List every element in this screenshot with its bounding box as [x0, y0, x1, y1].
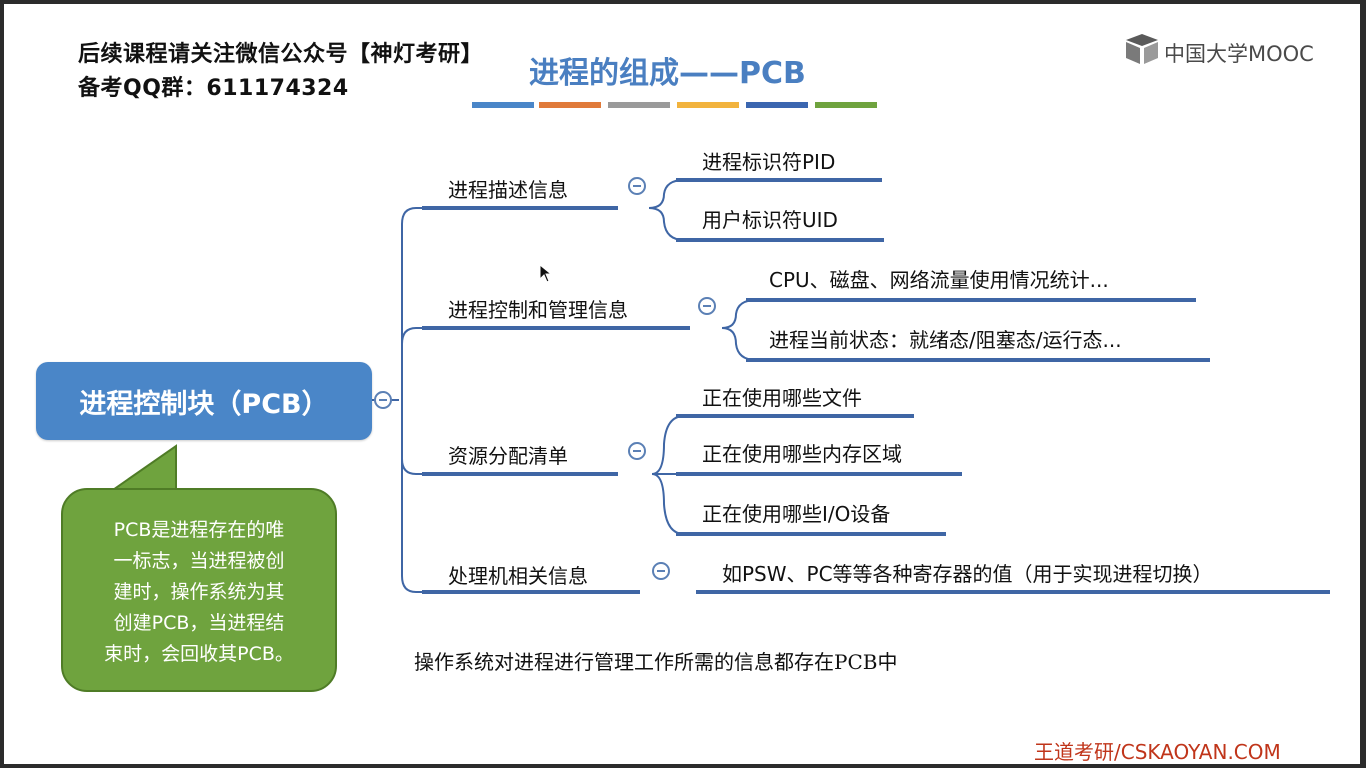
note-line: 建时，操作系统为其: [113, 581, 285, 603]
title-bar-3: [608, 102, 670, 108]
note-tail: [106, 444, 177, 494]
branch-3-collapse-icon[interactable]: [628, 442, 646, 460]
title-bar-5: [746, 102, 808, 108]
mouse-cursor-icon: [539, 264, 553, 283]
leaf-pid[interactable]: 进程标识符PID: [702, 150, 836, 174]
leaf-underline: [746, 298, 1196, 302]
slide: 后续课程请关注微信公众号【神灯考研】 备考QQ群：611174324 进程的组成…: [4, 4, 1360, 764]
branch-4-collapse-icon[interactable]: [652, 562, 670, 580]
root-collapse-icon[interactable]: [374, 391, 392, 409]
leaf-files[interactable]: 正在使用哪些文件: [702, 386, 862, 410]
title-bar-4: [677, 102, 739, 108]
title-bar-1: [472, 102, 534, 108]
promo-line-1: 后续课程请关注微信公众号【神灯考研】: [78, 42, 484, 67]
leaf-io-devices[interactable]: 正在使用哪些I/O设备: [702, 502, 891, 526]
branch-underline: [422, 472, 618, 476]
page-title: 进程的组成——PCB: [529, 56, 806, 91]
branch-processor-info[interactable]: 处理机相关信息: [448, 564, 588, 588]
promo-line-2: 备考QQ群：611174324: [78, 76, 349, 101]
mooc-logo-icon: [1126, 34, 1158, 64]
title-bar-2: [539, 102, 601, 108]
note-line: 束时，会回收其PCB。: [104, 643, 294, 665]
leaf-underline: [676, 532, 946, 536]
note-line: PCB是进程存在的唯: [113, 519, 285, 541]
branch-underline: [422, 590, 640, 594]
leaf-process-state[interactable]: 进程当前状态：就绪态/阻塞态/运行态...: [769, 328, 1122, 352]
leaf-underline: [746, 358, 1210, 362]
leaf-underline: [676, 472, 962, 476]
pcb-root-node[interactable]: 进程控制块（PCB）: [36, 362, 372, 440]
note-line: 创建PCB，当进程结: [113, 612, 285, 634]
leaf-uid[interactable]: 用户标识符UID: [702, 208, 838, 232]
branch-1-collapse-icon[interactable]: [628, 177, 646, 195]
branch-process-description[interactable]: 进程描述信息: [448, 178, 568, 202]
leaf-underline: [696, 590, 1330, 594]
pcb-note-bubble: PCB是进程存在的唯 一标志，当进程被创 建时，操作系统为其 创建PCB，当进程…: [61, 488, 337, 692]
leaf-registers[interactable]: 如PSW、PC等等各种寄存器的值（用于实现进程切换）: [722, 562, 1213, 586]
branch-process-control[interactable]: 进程控制和管理信息: [448, 298, 628, 322]
brand-watermark: 王道考研/CSKAOYAN.COM: [1034, 740, 1281, 764]
branch-resource-list[interactable]: 资源分配清单: [448, 444, 568, 468]
title-bar-6: [815, 102, 877, 108]
mooc-logo-text: 中国大学MOOC: [1164, 42, 1314, 66]
branch-underline: [422, 206, 618, 210]
leaf-resource-usage[interactable]: CPU、磁盘、网络流量使用情况统计...: [769, 268, 1109, 292]
note-line: 一标志，当进程被创: [113, 550, 285, 572]
branch-2-collapse-icon[interactable]: [698, 297, 716, 315]
leaf-memory[interactable]: 正在使用哪些内存区域: [702, 442, 902, 466]
leaf-underline: [676, 414, 914, 418]
branch-underline: [422, 326, 690, 330]
summary-note: 操作系统对进程进行管理工作所需的信息都存在PCB中: [414, 650, 898, 674]
leaf-underline: [676, 238, 884, 242]
leaf-underline: [676, 178, 882, 182]
